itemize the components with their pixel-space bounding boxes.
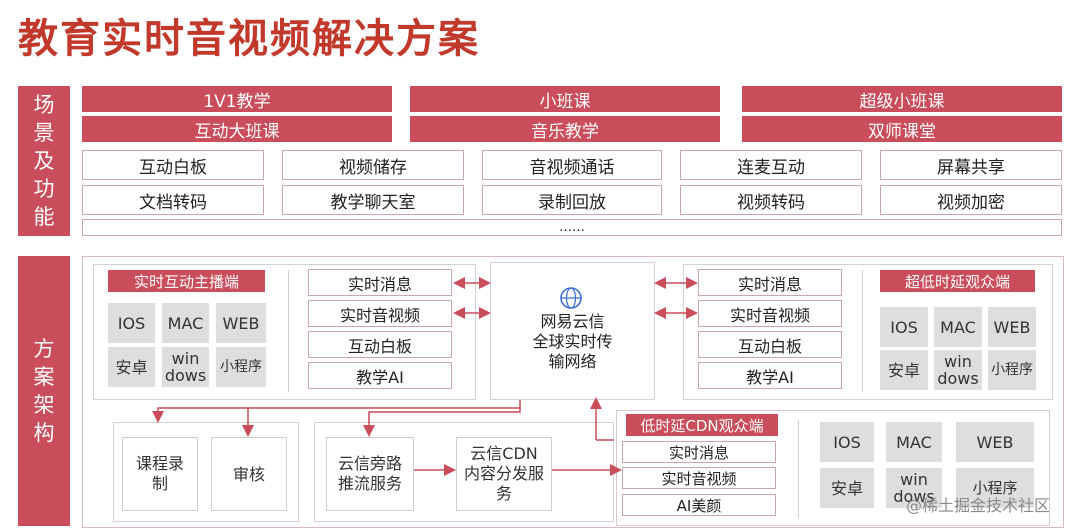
cdn-platform-miniprogram: 小程序 [956, 468, 1034, 508]
host-platform-miniprogram: 小程序 [216, 347, 266, 387]
scenario-dual-teacher: 双师课堂 [742, 116, 1062, 142]
bypass-push-box: 云信旁路推流服务 [326, 437, 414, 511]
host-platform-windows: win dows [162, 347, 209, 387]
ultra-platform-windows: win dows [934, 350, 982, 390]
ultra-platform-mac: MAC [934, 307, 982, 347]
left-service-whiteboard: 互动白板 [308, 331, 452, 358]
host-platform-ios: IOS [108, 303, 155, 343]
ultra-low-divider [862, 270, 863, 392]
review-box: 审核 [211, 437, 287, 511]
cdn-platform-ios: IOS [820, 422, 874, 462]
ultra-platform-miniprogram: 小程序 [988, 350, 1036, 390]
host-platform-mac: MAC [162, 303, 209, 343]
watermark: @稀土掘金技术社区 [906, 496, 1051, 515]
scenario-small-class: 小班课 [410, 86, 720, 112]
ultra-low-audience-label: 超低时延观众端 [880, 270, 1035, 292]
left-service-ai: 教学AI [308, 362, 452, 389]
arrow-to-bypass [363, 408, 521, 437]
sidebar-scenarios: 场景及功能 [18, 86, 70, 236]
network-line-3: 输网络 [548, 352, 597, 371]
right-service-rtc: 实时音视频 [698, 300, 842, 327]
scenario-music: 音乐教学 [410, 116, 720, 142]
cdn-platform-mac: MAC [886, 422, 942, 462]
cdn-service-rtc: 实时音视频 [622, 467, 776, 489]
host-divider [288, 270, 289, 392]
low-cdn-audience-label: 低时延CDN观众端 [626, 414, 778, 436]
network-line-1: 网易云信 [540, 312, 605, 331]
sidebar-architecture-label: 方案架构 [33, 337, 55, 445]
feature-whiteboard: 互动白板 [82, 150, 264, 180]
cdn-platform-web: WEB [956, 422, 1034, 462]
feature-av-call: 音视频通话 [482, 150, 662, 180]
right-service-ai: 教学AI [698, 362, 842, 389]
feature-video-transcode: 视频转码 [680, 185, 862, 215]
scenario-large-class: 互动大班课 [82, 116, 392, 142]
cdn-service-messaging: 实时消息 [622, 441, 776, 463]
ultra-platform-android: 安卓 [880, 350, 928, 390]
feature-co-host: 连麦互动 [680, 150, 862, 180]
left-service-messaging: 实时消息 [308, 269, 452, 296]
cdn-platform-android: 安卓 [820, 468, 874, 508]
feature-doc-transcode: 文档转码 [82, 185, 264, 215]
sidebar-architecture: 方案架构 [18, 256, 70, 526]
network-globe-icon [559, 286, 583, 310]
right-service-messaging: 实时消息 [698, 269, 842, 296]
host-platform-web: WEB [216, 303, 266, 343]
scenario-1v1: 1V1教学 [82, 86, 392, 112]
course-recording-box: 课程录制 [122, 437, 198, 511]
ultra-platform-web: WEB [988, 307, 1036, 347]
feature-more: …… [82, 219, 1062, 236]
scenario-super-small-class: 超级小班课 [742, 86, 1062, 112]
cdn-platform-windows: win dows [886, 468, 942, 508]
network-line-2: 全球实时传 [532, 332, 613, 351]
feature-screen-share: 屏幕共享 [880, 150, 1062, 180]
host-label: 实时互动主播端 [108, 270, 265, 292]
global-network-panel [490, 262, 655, 400]
feature-record-playback: 录制回放 [482, 185, 662, 215]
cdn-service-ai-beauty: AI美颜 [622, 494, 776, 516]
sidebar-scenarios-label: 场景及功能 [33, 93, 55, 229]
left-service-rtc: 实时音视频 [308, 300, 452, 327]
low-cdn-divider [798, 420, 799, 518]
right-service-whiteboard: 互动白板 [698, 331, 842, 358]
ultra-platform-ios: IOS [880, 307, 928, 347]
feature-video-encrypt: 视频加密 [880, 185, 1062, 215]
global-network-label: 网易云信 全球实时传 输网络 [490, 312, 655, 372]
feature-chatroom: 教学聊天室 [282, 185, 464, 215]
feature-video-storage: 视频储存 [282, 150, 464, 180]
page-title: 教育实时音视频解决方案 [18, 16, 480, 62]
cdn-distribution-box: 云信CDN内容分发服务 [456, 437, 552, 511]
arrow-to-recording [152, 400, 521, 423]
host-platform-android: 安卓 [108, 347, 155, 387]
